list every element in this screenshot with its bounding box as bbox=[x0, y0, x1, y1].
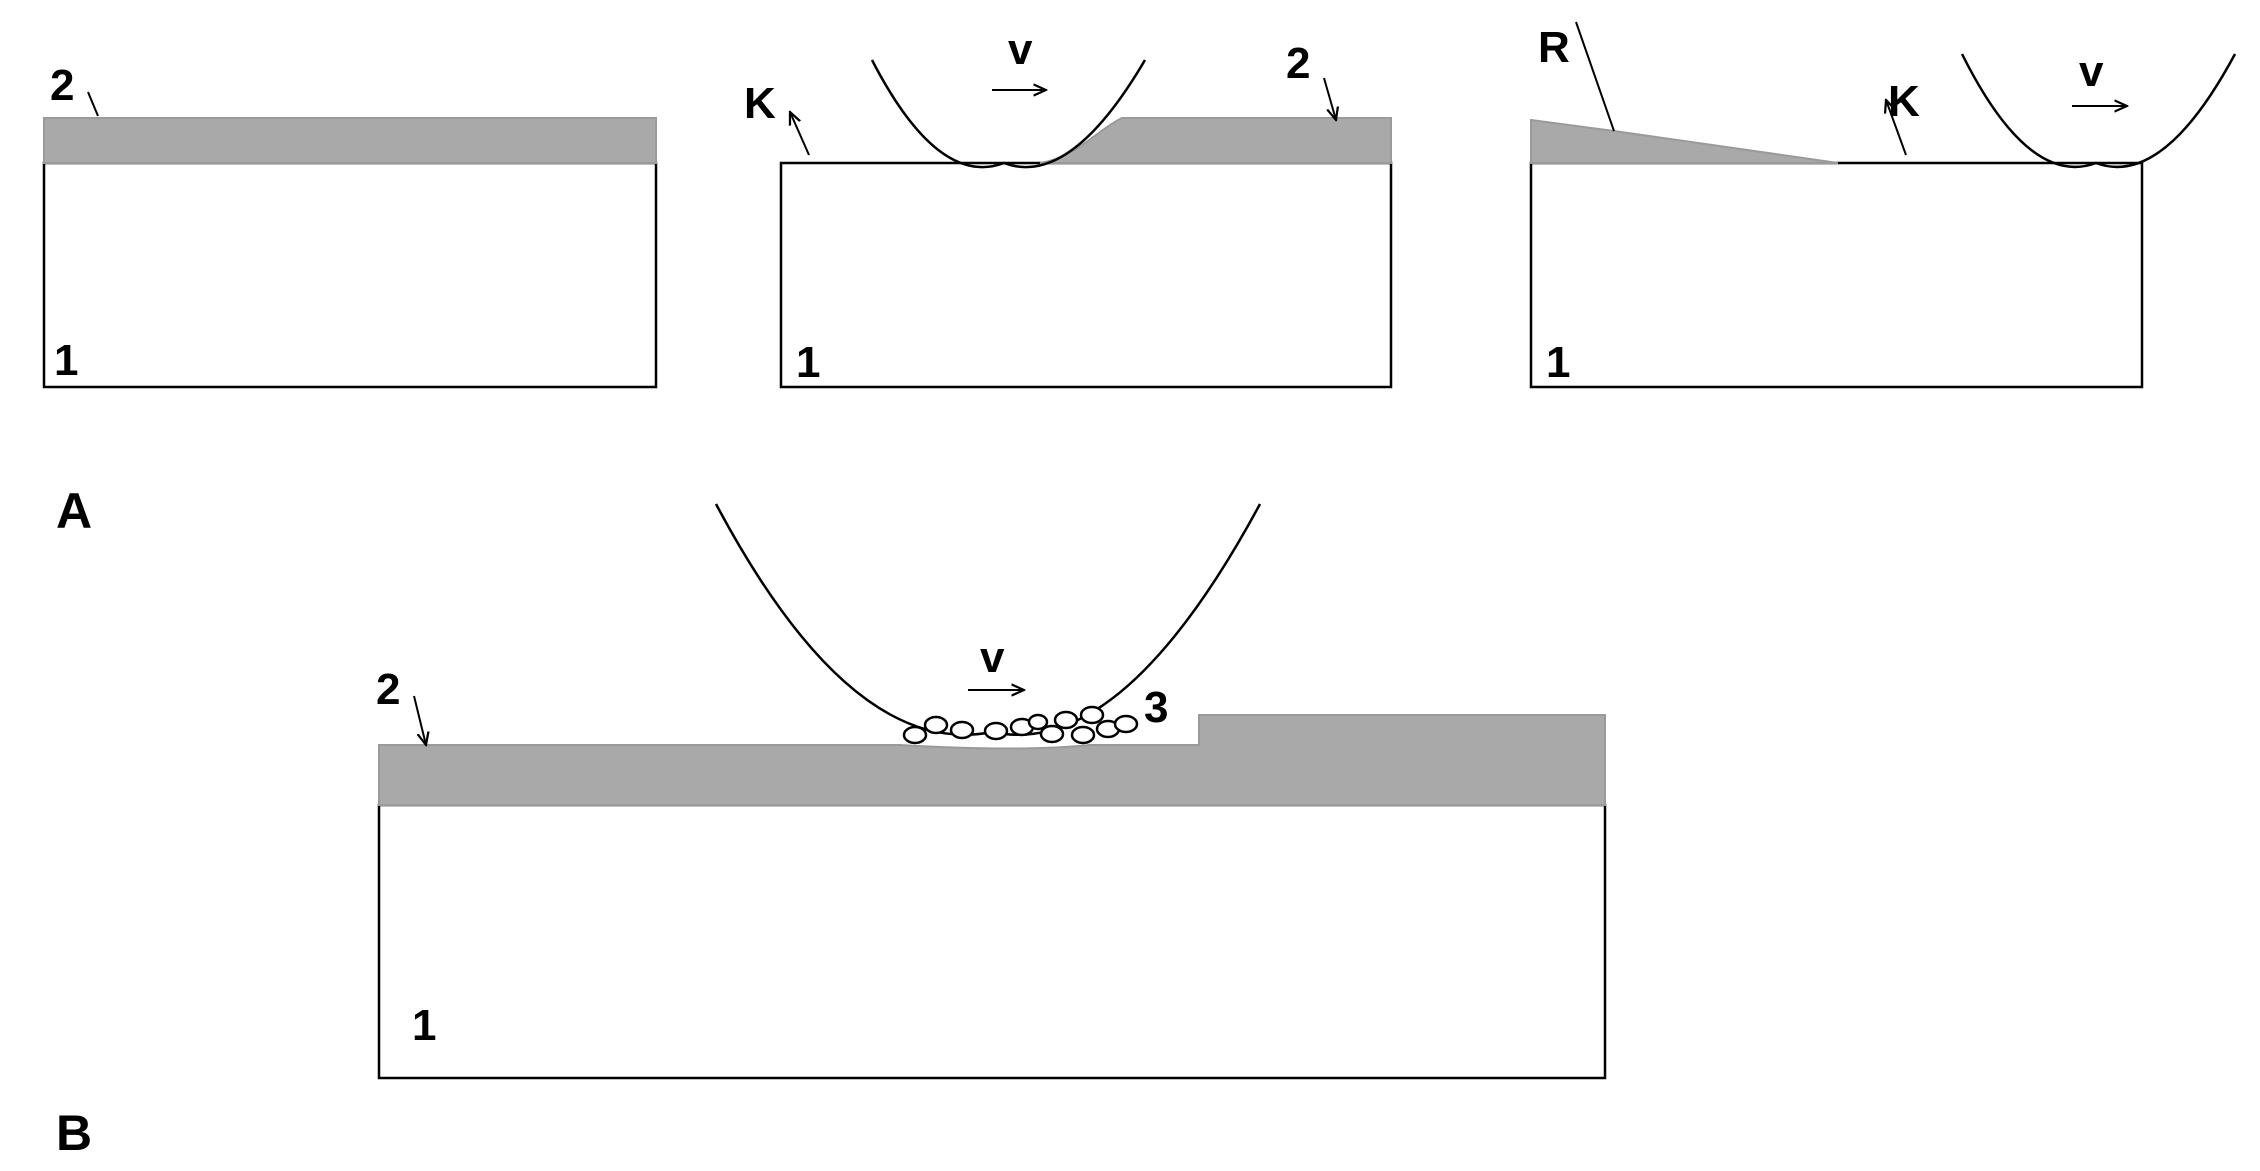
film-label: 2 bbox=[50, 61, 74, 110]
k-label: K bbox=[744, 79, 776, 128]
r-label: R bbox=[1538, 23, 1570, 72]
film-label: 2 bbox=[376, 665, 400, 714]
substrate-block bbox=[1529, 161, 2144, 389]
panel-a-step2: K v 2 1 bbox=[744, 25, 1393, 389]
panel-b: 3 v 2 1 bbox=[376, 503, 1607, 1080]
particle bbox=[923, 715, 949, 735]
film-label: 2 bbox=[1286, 39, 1310, 88]
v-label: v bbox=[2079, 47, 2104, 96]
k-arrow bbox=[790, 112, 810, 156]
substrate-block bbox=[42, 161, 658, 389]
r-leader-line bbox=[1575, 21, 1615, 132]
particle bbox=[1039, 724, 1065, 744]
particle bbox=[1113, 714, 1139, 734]
particle bbox=[902, 725, 928, 745]
particle bbox=[1079, 705, 1105, 725]
panel-a-step3: R K v 1 bbox=[1529, 21, 2237, 389]
rolling-tool-circle bbox=[870, 59, 1147, 169]
particle bbox=[1027, 713, 1049, 731]
substrate-label: 1 bbox=[54, 336, 78, 385]
substrate-label: 1 bbox=[796, 338, 820, 387]
k-label: K bbox=[1888, 77, 1920, 126]
film-leader-line bbox=[87, 91, 99, 117]
panel-a-step1: 2 1 bbox=[42, 61, 658, 389]
film-pointer-arrow bbox=[1323, 77, 1336, 120]
particle bbox=[983, 721, 1009, 741]
residual-film-wedge bbox=[1530, 118, 1839, 164]
film-pointer-arrow bbox=[413, 695, 426, 745]
substrate-block bbox=[377, 803, 1607, 1080]
particle bbox=[1070, 725, 1096, 745]
substrate-label: 1 bbox=[412, 1001, 436, 1050]
film-layer bbox=[43, 117, 657, 164]
v-label: v bbox=[980, 633, 1005, 682]
substrate-label: 1 bbox=[1546, 338, 1570, 387]
wear-particles bbox=[902, 705, 1139, 745]
k-arrow bbox=[1886, 100, 1907, 156]
film-layer bbox=[378, 714, 1606, 806]
rolling-tool-circle bbox=[1960, 53, 2237, 169]
particles-label: 3 bbox=[1144, 683, 1168, 732]
panel-a-label: A bbox=[56, 483, 92, 539]
panel-b-label: B bbox=[56, 1105, 92, 1161]
rolling-tool-circle bbox=[714, 503, 1262, 737]
v-label: v bbox=[1008, 25, 1033, 74]
particle bbox=[949, 720, 975, 740]
substrate-block bbox=[779, 161, 1393, 389]
particle bbox=[1053, 710, 1079, 730]
film-layer bbox=[1039, 117, 1392, 164]
